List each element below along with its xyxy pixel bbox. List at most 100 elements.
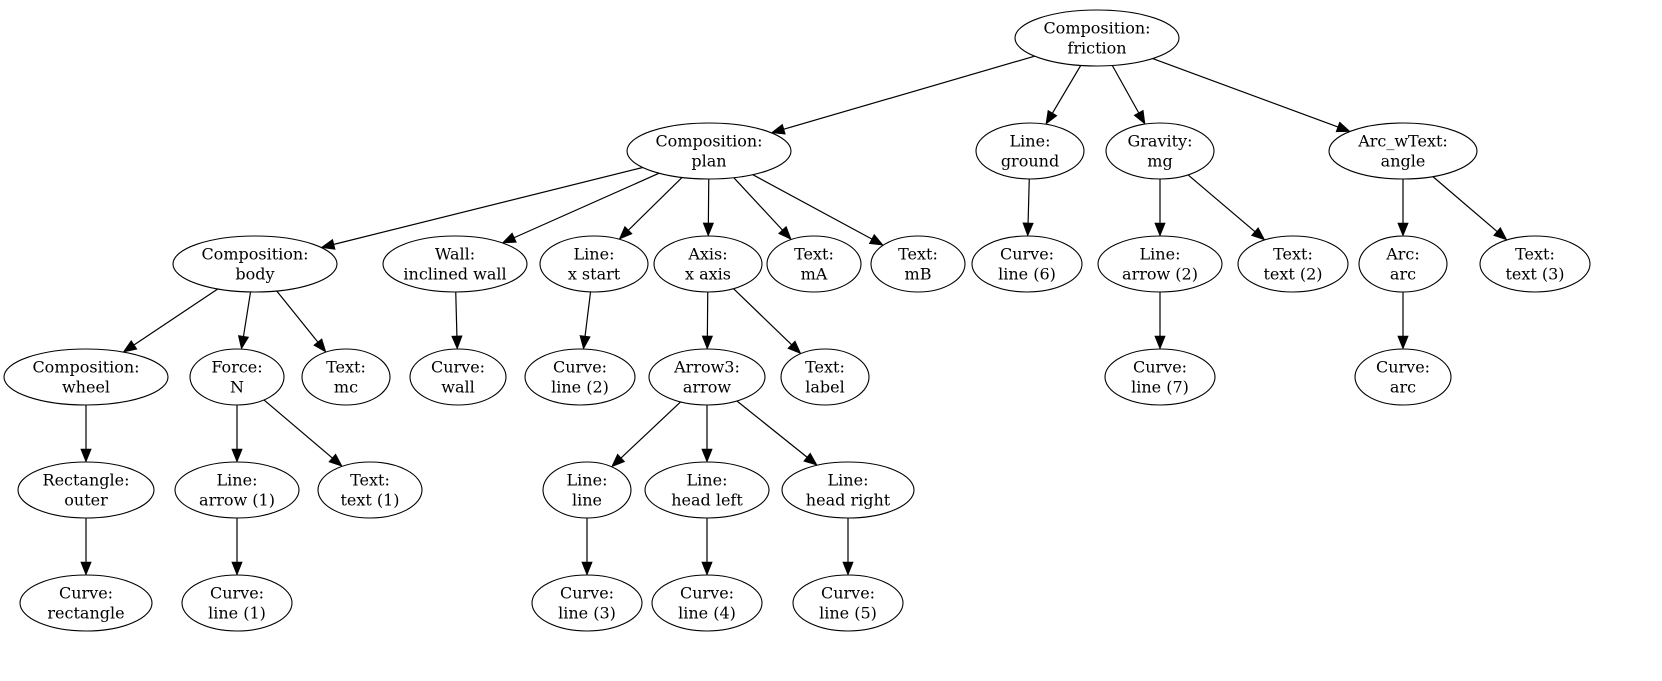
node-ellipse[interactable] [1358,235,1448,293]
node-ellipse[interactable] [1354,348,1452,406]
node-ellipse[interactable] [3,348,169,406]
node-ellipse[interactable] [653,235,763,293]
graph-node[interactable]: Line:arrow (2) [1097,235,1223,293]
graph-node[interactable]: Curve:wall [409,348,507,406]
node-ellipse[interactable] [1328,122,1478,180]
graph-node[interactable]: Text:text (3) [1479,235,1591,293]
graph-node[interactable]: Axis:x axis [653,235,763,293]
node-ellipse[interactable] [781,461,915,519]
edge-line [733,288,792,346]
node-ellipse[interactable] [524,348,636,406]
node-label-type: Line: [567,471,608,490]
node-ellipse[interactable] [1014,9,1180,67]
graph-node[interactable]: Curve:line (1) [181,574,293,632]
node-ellipse[interactable] [1097,235,1223,293]
node-label-type: Curve: [59,584,113,603]
graph-node[interactable]: Curve:line (6) [971,235,1083,293]
node-ellipse[interactable] [792,574,904,632]
node-label-type: Arc_wText: [1357,132,1448,151]
node-label-type: Text: [1515,245,1555,264]
edge-arrowhead-icon [579,335,591,350]
graph-node[interactable]: Arrow3:arrow [648,348,766,406]
node-ellipse[interactable] [644,461,770,519]
node-ellipse[interactable] [531,574,643,632]
node-ellipse[interactable] [1104,348,1216,406]
node-ellipse[interactable] [542,461,632,519]
node-label-type: Line: [1140,245,1181,264]
graph-edge [320,166,643,250]
graph-node[interactable]: Line:head left [644,461,770,519]
edge-arrowhead-icon [231,448,243,463]
graph-node[interactable]: Line:line [542,461,632,519]
graph-node[interactable]: Line:head right [781,461,915,519]
graph-node[interactable]: Force:N [189,348,285,406]
node-label-name: head right [806,491,891,510]
graph-node[interactable]: Curve:line (7) [1104,348,1216,406]
node-label-name: x axis [685,265,731,284]
graph-node[interactable]: Line:x start [539,235,649,293]
node-label-type: Composition: [201,245,308,264]
graph-node[interactable]: Curve:line (3) [531,574,643,632]
node-ellipse[interactable] [1105,122,1215,180]
graph-edge [501,172,660,244]
graph-node[interactable]: Text:text (1) [317,461,423,519]
graph-node[interactable]: Wall:inclined wall [382,235,528,293]
edge-arrowhead-icon [702,222,715,237]
graph-node[interactable]: Gravity:mg [1105,122,1215,180]
edge-arrowhead-icon [1397,222,1409,237]
graph-node[interactable]: Curve:rectangle [19,574,153,632]
node-ellipse[interactable] [317,461,423,519]
node-label-type: Curve: [680,584,734,603]
graph-node[interactable]: Curve:line (5) [792,574,904,632]
node-ellipse[interactable] [172,235,338,293]
node-ellipse[interactable] [19,574,153,632]
graph-node[interactable]: Text:mA [766,235,862,293]
node-ellipse[interactable] [651,574,763,632]
graph-node[interactable]: Composition:plan [626,122,792,180]
graph-node[interactable]: Composition:body [172,235,338,293]
graph-node[interactable]: Rectangle:outer [17,461,155,519]
node-ellipse[interactable] [1237,235,1349,293]
node-ellipse[interactable] [648,348,766,406]
graph-node[interactable]: Curve:line (4) [651,574,763,632]
node-label-name: line [572,491,602,510]
node-ellipse[interactable] [301,348,391,406]
node-ellipse[interactable] [780,348,870,406]
node-ellipse[interactable] [382,235,528,293]
graph-node[interactable]: Composition:friction [1014,9,1180,67]
graph-node[interactable]: Composition:wheel [3,348,169,406]
graph-node[interactable]: Line:arrow (1) [174,461,300,519]
graph-node[interactable]: Curve:arc [1354,348,1452,406]
node-ellipse[interactable] [181,574,293,632]
graph-node[interactable]: Text:mc [301,348,391,406]
node-label-name: line (7) [1131,378,1189,397]
node-ellipse[interactable] [975,122,1085,180]
edge-line [133,288,219,346]
graph-node[interactable]: Arc_wText:angle [1328,122,1478,180]
edge-line [733,177,783,231]
node-label-name: arrow (2) [1122,265,1198,284]
node-label-type: Line: [574,245,615,264]
graph-node[interactable]: Text:text (2) [1237,235,1349,293]
graph-edge [702,178,715,237]
node-ellipse[interactable] [626,122,792,180]
edge-arrowhead-icon [1154,335,1166,350]
graph-node[interactable]: Arc:arc [1358,235,1448,293]
node-ellipse[interactable] [409,348,507,406]
node-ellipse[interactable] [174,461,300,519]
edge-arrowhead-icon [611,453,626,468]
node-ellipse[interactable] [1479,235,1591,293]
node-ellipse[interactable] [17,461,155,519]
node-ellipse[interactable] [189,348,285,406]
edge-line [276,290,319,343]
node-ellipse[interactable] [766,235,862,293]
node-ellipse[interactable] [539,235,649,293]
edge-line [783,55,1035,130]
graph-node[interactable]: Line:ground [975,122,1085,180]
graph-node[interactable]: Curve:line (2) [524,348,636,406]
graph-node[interactable]: Text:mB [870,235,966,293]
node-label-type: Text: [794,245,834,264]
graph-node[interactable]: Text:label [780,348,870,406]
node-ellipse[interactable] [971,235,1083,293]
node-ellipse[interactable] [870,235,966,293]
